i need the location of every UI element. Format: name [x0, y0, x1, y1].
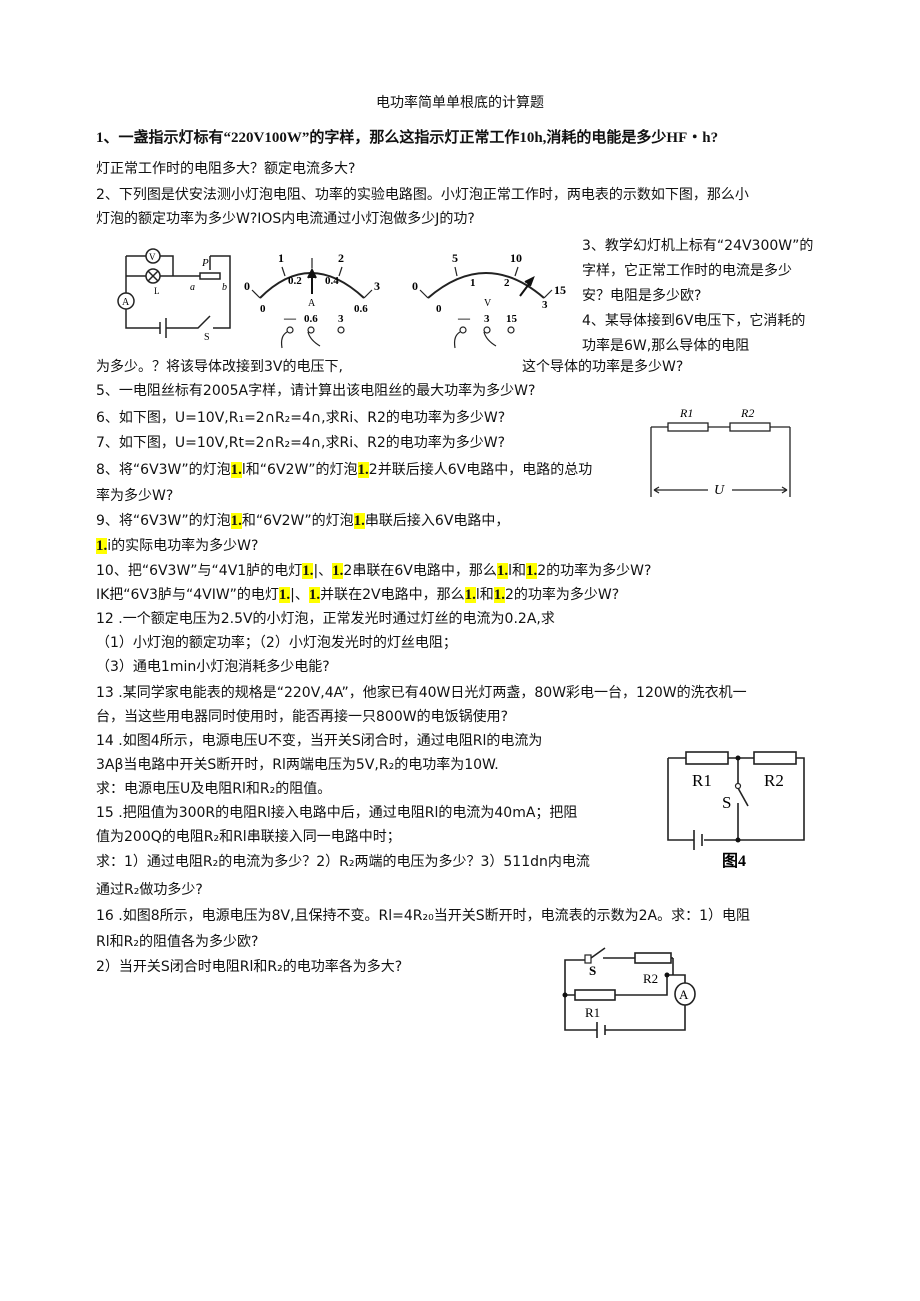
highlight-mark: 1.: [302, 563, 314, 579]
svg-text:3: 3: [374, 279, 380, 293]
svg-text:15: 15: [506, 313, 518, 325]
question-8-line-2: 率为多少W?: [96, 488, 174, 504]
svg-text:0: 0: [244, 279, 250, 293]
question-3-line-2: 字样，它正常工作时的电流是多少: [582, 263, 792, 279]
svg-text:S: S: [589, 963, 596, 978]
svg-text:R2: R2: [740, 406, 754, 420]
highlight-mark: 1.: [496, 563, 509, 579]
question-4-line-3: 为多少。？将该导体改接到3V的电压下,: [96, 359, 343, 375]
svg-text:3: 3: [484, 313, 490, 325]
highlight-mark: 1.: [96, 538, 108, 554]
svg-text:1: 1: [278, 251, 284, 265]
svg-text:15: 15: [554, 283, 566, 297]
figure-4-circuit: R1 R2 S 图4: [667, 751, 805, 870]
question-16-line-3: 2）当开关S闭合时电阻Rl和R₂的电功率各为多大?: [96, 959, 403, 975]
question-10: 10、把“6V3W”与“4V1胪的电灯1.|、1.2串联在6V电路中，那么1.l…: [96, 563, 652, 579]
question-1-line-1: 1、一盏指示灯标有“220V100W”的字样，那么这指示灯正常工作10h,消耗的…: [96, 130, 719, 146]
question-7: 7、如下图，U=10V,Rt=2∩R₂=4∩,求Ri、R2的电功率为多少W?: [96, 435, 506, 451]
svg-text:A: A: [679, 987, 689, 1002]
question-13-line-2: 台，当这些用电器同时使用时，能否再接一只800W的电饭锅使用?: [96, 709, 508, 725]
highlight-mark: 1.: [332, 563, 344, 579]
question-14-line-3: 求：电源电压U及电阻Rl和R₂的阻值。: [96, 781, 332, 797]
svg-text:0.2: 0.2: [288, 275, 302, 287]
ammeter-dial: 0 1 2 3 0 0.2 0.4 0.6 A — 0.6 3: [244, 251, 380, 349]
question-16-line-1: 16 .如图8所示，电源电压为8V,且保持不变。Rl=4R₂₀当开关S断开时，电…: [96, 908, 751, 924]
svg-text:S: S: [722, 793, 731, 812]
svg-text:R2: R2: [643, 971, 658, 986]
question-15-line-2: 值为200Q的电阻R₂和Rl串联接入同一电路中时；: [96, 829, 401, 845]
figure-8-circuit: S R2 R1 A: [562, 947, 696, 1038]
svg-text:P: P: [201, 257, 209, 269]
svg-text:R1: R1: [679, 406, 693, 420]
question-11: IK把“6V3胪与“4VIW”的电灯1.|、1.并联在2V电路中，那么1.l和1…: [96, 587, 620, 603]
question-2-line-2: 灯泡的额定功率为多少W?IOS内电流通过小灯泡做多少J的功?: [96, 211, 475, 227]
highlight-mark: 1.: [493, 587, 506, 603]
question-3-line-3: 安？电阻是多少欧?: [582, 288, 702, 304]
question-15-line-1: 15 .把阻值为300R的电阻Rl接入电路中后，通过电阻Rl的电流为40mA；把…: [96, 805, 578, 821]
question-12-line-3: （3）通电1min小灯泡消耗多少电能?: [96, 659, 330, 675]
question-15-line-3: 求：1）通过电阻R₂的电流为多少？2）R₂两端的电压为多少？3）511dn内电流: [96, 854, 590, 870]
question-4-line-3-right: 这个导体的功率是多少W?: [522, 359, 684, 375]
question-5: 5、一电阻丝标有2005A字样，请计算出该电阻丝的最大功率为多少W?: [96, 383, 536, 399]
highlight-mark: 1.: [230, 513, 242, 529]
svg-text:0: 0: [412, 279, 418, 293]
svg-text:U: U: [714, 483, 725, 498]
question-2-line-1: 2、下列图是伏安法测小灯泡电阻、功率的实验电路图。小灯泡正常工作时，两电表的示数…: [96, 187, 749, 203]
svg-text:图4: 图4: [722, 852, 746, 870]
highlight-mark: 1.: [278, 587, 291, 603]
question-14-line-2: 3Aβ当电路中开关S断开时，Rl两端电压为5V,R₂的电功率为10W.: [96, 757, 499, 773]
question-4-line-2: 功率是6W,那么导体的电阻: [582, 338, 750, 354]
series-circuit-diagram: R1 R2 U: [650, 406, 791, 498]
svg-text:0.6: 0.6: [354, 303, 368, 315]
svg-text:2: 2: [338, 251, 344, 265]
highlight-mark: 1.: [308, 587, 321, 603]
svg-text:10: 10: [510, 251, 522, 265]
svg-text:0.4: 0.4: [325, 275, 339, 287]
svg-text:A: A: [122, 297, 130, 308]
highlight-mark: 1.: [353, 513, 365, 529]
question-8-line-1: 8、将“6V3W”的灯泡1.l和“6V2W”的灯泡1.2并联后接人6V电路中，电…: [96, 462, 593, 478]
svg-text:V: V: [484, 298, 492, 309]
svg-text:R2: R2: [764, 771, 784, 790]
svg-text:2: 2: [504, 277, 510, 289]
svg-text:—: —: [283, 311, 297, 325]
svg-text:—: —: [457, 311, 471, 325]
svg-text:5: 5: [452, 251, 458, 265]
svg-text:A: A: [308, 298, 316, 309]
question-3-line-1: 3、教学幻灯机上标有“24V300W”的: [582, 238, 814, 254]
question-15-line-4: 通过R₂做功多少?: [96, 882, 203, 898]
svg-text:L: L: [154, 286, 160, 296]
svg-text:0: 0: [436, 303, 442, 315]
svg-text:3: 3: [338, 313, 344, 325]
svg-text:R1: R1: [585, 1005, 600, 1020]
svg-text:S: S: [204, 332, 210, 343]
svg-text:a: a: [190, 282, 195, 293]
svg-text:0.6: 0.6: [304, 313, 318, 325]
svg-text:b: b: [222, 282, 227, 293]
svg-text:0: 0: [260, 303, 266, 315]
svg-text:V: V: [149, 252, 156, 262]
question-12-line-2: （1）小灯泡的额定功率；（2）小灯泡发光时的灯丝电阻；: [96, 635, 457, 651]
highlight-mark: 1.: [230, 462, 242, 478]
highlight-mark: 1.: [525, 563, 538, 579]
voltmeter-dial: 0 5 10 15 0 1 2 3 V — 3 15: [412, 251, 566, 349]
highlight-mark: 1.: [464, 587, 476, 603]
svg-text:1: 1: [470, 277, 476, 289]
question-12-line-1: 12 .一个额定电压为2.5V的小灯泡，正常发光时通过灯丝的电流为0.2A,求: [96, 611, 555, 627]
question-4-line-1: 4、某导体接到6V电压下，它消耗的: [582, 313, 806, 329]
question-14-line-1: 14 .如图4所示，电源电压U不变，当开关S闭合时，通过电阻Rl的电流为: [96, 733, 543, 749]
question-9-line-2: 1.i的实际电功率为多少W?: [96, 538, 259, 554]
page-title: 电功率简单单根底的计算题: [376, 95, 544, 111]
circuit-diagram-q2: V A L P a b S: [117, 248, 231, 343]
question-6: 6、如下图，U=10V,R₁=2∩R₂=4∩,求Ri、R2的电功率为多少W?: [96, 410, 506, 426]
question-16-line-2: Rl和R₂的阻值各为多少欧?: [96, 934, 259, 950]
highlight-mark: 1.: [357, 462, 369, 478]
question-1-line-2: 灯正常工作时的电阻多大？额定电流多大?: [96, 161, 356, 177]
svg-text:3: 3: [542, 299, 548, 311]
question-9-line-1: 9、将“6V3W”的灯泡1.和“6V2W”的灯泡1.串联后接入6V电路中，: [96, 513, 510, 529]
question-13-line-1: 13 .某同学家电能表的规格是“220V,4A”，他家已有40W日光灯两盏，80…: [96, 685, 747, 701]
svg-text:R1: R1: [692, 771, 712, 790]
